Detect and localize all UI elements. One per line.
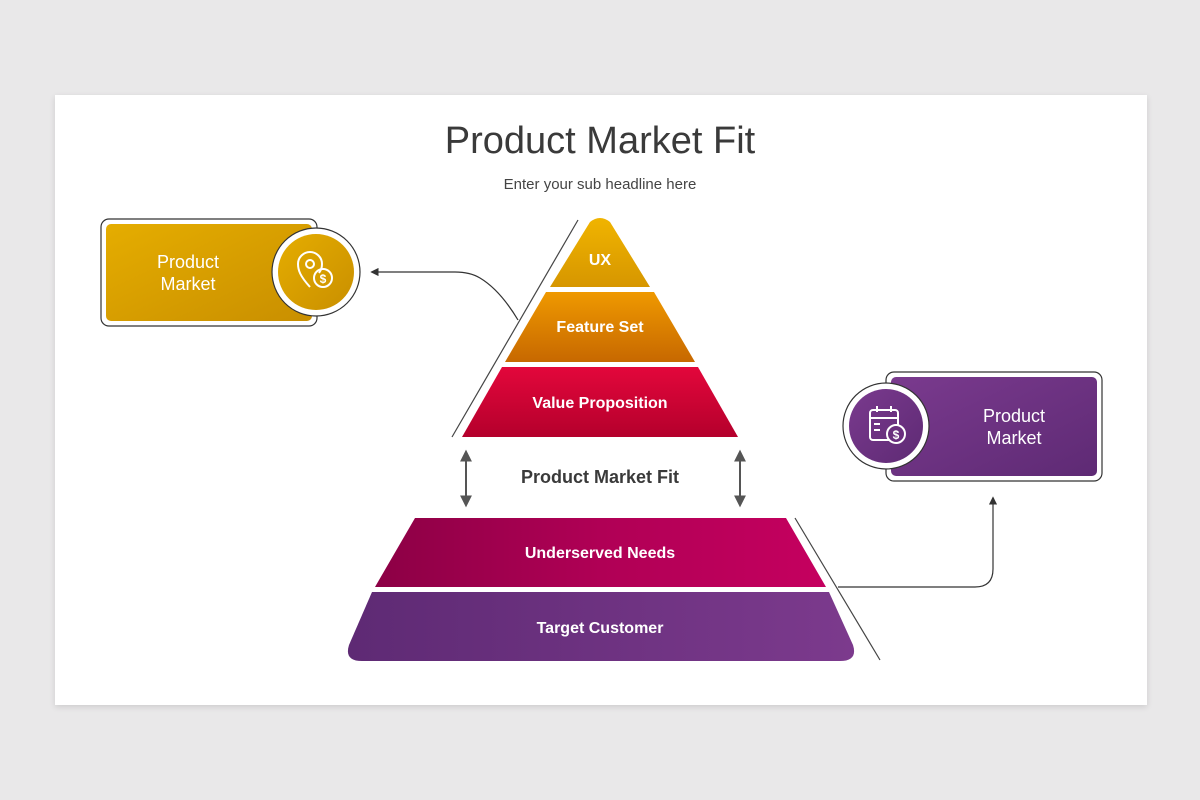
pyramid-tier-underserved-needs: Underserved Needs <box>375 518 826 587</box>
tier-label-feature-set: Feature Set <box>556 319 644 336</box>
card-right-line1: Product <box>983 406 1045 426</box>
right-guide-line <box>794 517 881 661</box>
pyramid-tier-ux: UX <box>550 218 650 287</box>
connector-left-arrow <box>370 267 519 321</box>
calendar-dollar-icon: $ <box>869 406 906 444</box>
pyramid-tier-value-proposition: Value Proposition <box>462 367 738 437</box>
pyramid-tier-target-customer: Target Customer <box>347 592 855 661</box>
tier-label-target-customer: Target Customer <box>537 620 664 637</box>
pyramid-tier-feature-set: Feature Set <box>505 292 695 362</box>
left-guide-line <box>451 219 579 438</box>
page-title: Product Market Fit <box>444 120 756 162</box>
page-subtitle: Enter your sub headline here <box>503 176 697 193</box>
card-left-line1: Product <box>157 252 219 272</box>
tier-label-ux: UX <box>589 252 612 269</box>
tier-label-value-proposition: Value Proposition <box>532 395 667 412</box>
card-left-line2: Market <box>160 274 215 294</box>
middle-label: Product Market Fit <box>521 467 679 487</box>
card-left: Product Market $ <box>100 218 361 327</box>
svg-text:$: $ <box>320 272 327 286</box>
svg-text:$: $ <box>893 428 900 442</box>
card-right-line2: Market <box>986 428 1041 448</box>
location-dollar-icon: $ <box>296 251 333 288</box>
connector-right-arrow <box>838 496 998 588</box>
tier-label-underserved-needs: Underserved Needs <box>525 545 675 562</box>
card-right: Product Market $ <box>842 371 1103 482</box>
